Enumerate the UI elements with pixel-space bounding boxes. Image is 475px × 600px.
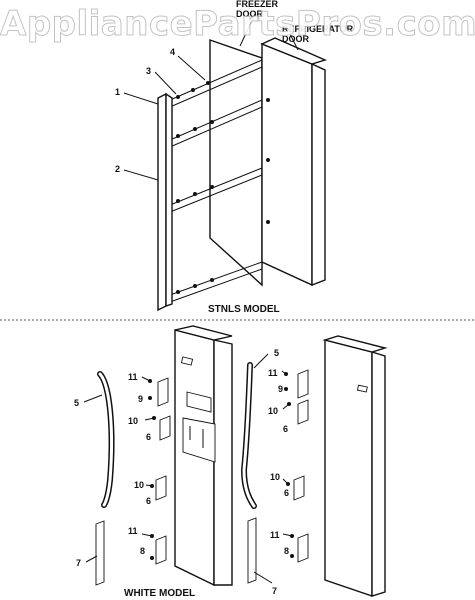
callout-10c: 10: [134, 480, 144, 490]
stainless-handle-side: [165, 92, 173, 307]
callout-6b: 6: [283, 424, 288, 434]
callout-1: 1: [115, 87, 120, 97]
freezer-door-white-top: [174, 325, 233, 341]
trim-strip-left: [95, 520, 105, 586]
refrigerator-door-top: [260, 37, 328, 65]
refrigerator-door: [261, 42, 313, 287]
trim-strip-right: [247, 517, 257, 584]
callout-8a: 8: [140, 546, 145, 556]
callout-11b: 11: [268, 368, 278, 378]
callout-11d: 11: [270, 530, 280, 540]
refrigerator-door-white-edge: [371, 351, 386, 597]
callout-9a: 9: [138, 394, 143, 404]
freezer-door: [209, 39, 263, 287]
callout-8b: 8: [284, 546, 289, 556]
white-model-label: WHITE MODEL: [124, 588, 195, 599]
clip-6b: [297, 399, 309, 425]
stainless-handle: [157, 92, 167, 312]
fridge-door-label-line1: REFRIGERATOR: [282, 24, 354, 34]
callout-5-right: 5: [274, 348, 279, 358]
clip-6a: [159, 415, 171, 441]
callout-11c: 11: [128, 526, 138, 536]
clip-9a: [157, 377, 169, 407]
callout-2: 2: [115, 164, 120, 174]
callout-10b: 10: [268, 406, 278, 416]
callout-11a: 11: [128, 372, 138, 382]
clip-8a: [155, 535, 167, 565]
stnls-model-illustration: [123, 13, 328, 312]
refrigerator-door-white-top: [322, 335, 388, 353]
callout-6d: 6: [284, 488, 289, 498]
callout-9b: 9: [278, 384, 283, 394]
freezer-door-white-edge: [213, 339, 233, 586]
callout-6c: 6: [146, 496, 151, 506]
dispenser-panel: [186, 391, 212, 413]
clip-6d: [293, 475, 305, 501]
door-indicator-right: [356, 384, 368, 393]
callout-10a: 10: [128, 416, 138, 426]
callout-6a: 6: [146, 432, 151, 442]
callout-4: 4: [170, 47, 175, 57]
callout-7a: 7: [76, 558, 81, 568]
refrigerator-door-white: [324, 339, 373, 597]
clip-6c: [155, 475, 167, 501]
clip-9b: [297, 369, 309, 399]
white-model-illustration: [83, 325, 388, 597]
door-indicator: [180, 356, 194, 366]
fridge-door-label-line2: DOOR: [282, 34, 310, 44]
callout-5-left: 5: [74, 398, 79, 408]
dispenser-recess: [182, 417, 216, 463]
callout-3: 3: [146, 66, 151, 76]
freezer-door-label-line2: DOOR: [236, 9, 264, 19]
refrigerator-door-edge: [311, 62, 326, 287]
clip-8b: [297, 533, 309, 563]
callout-7b: 7: [272, 586, 277, 596]
freezer-door-label-line1: FREEZER: [236, 0, 279, 9]
stnls-model-label: STNLS MODEL: [208, 304, 280, 315]
callout-10d: 10: [270, 472, 280, 482]
